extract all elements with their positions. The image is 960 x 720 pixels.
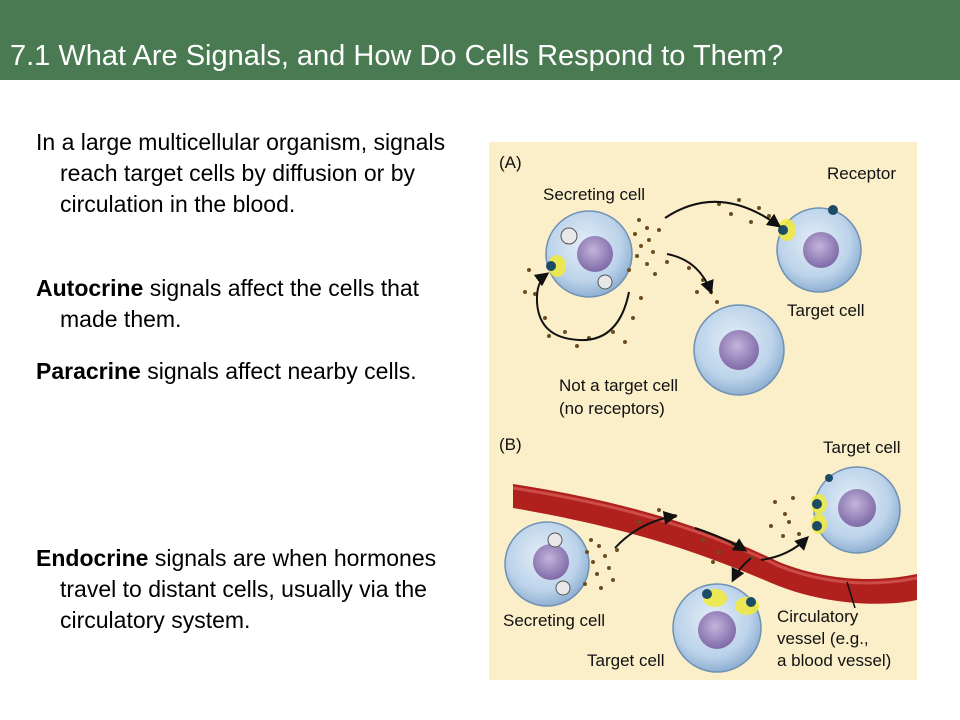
term-endocrine: Endocrine [36,545,149,571]
target-cell-b-top [811,466,901,554]
panel-a-label: (A) [499,153,522,172]
slide-title: 7.1 What Are Signals, and How Do Cells R… [10,40,784,72]
paracrine-arrow [664,200,782,228]
vessel-label-2: vessel (e.g., [777,629,869,648]
panel-b-target-bottom-label: Target cell [587,651,664,670]
vessel-label-1: Circulatory [777,607,859,626]
panel-a-receptor-label: Receptor [827,164,896,183]
target-cell-b-bottom [672,583,762,673]
endocrine-description: signals are when hormones travel to dist… [60,545,437,633]
term-paracrine: Paracrine [36,358,141,384]
panel-b-secreting-label: Secreting cell [503,611,605,630]
title-bar: 7.1 What Are Signals, and How Do Cells R… [0,0,960,80]
autocrine-description: signals affect the cells that made them. [60,275,420,332]
autocrine-arrow [533,272,630,342]
non-target-cell [693,304,785,396]
term-autocrine: Autocrine [36,275,144,301]
paragraph-intro: In a large multicellular organism, signa… [36,129,446,217]
secreting-cell-a [545,210,633,298]
secreting-cell-b [504,521,590,607]
paracrine-description: signals affect nearby cells. [140,358,417,384]
signaling-figure: (A) Secreting cell Receptor Target cell … [489,142,917,680]
panel-b-label: (B) [499,435,522,454]
vessel-pointer [846,581,856,609]
endocrine-arrow-to-bottom-target [731,557,752,583]
endocrine-arrow-into-vessel [614,510,678,549]
panel-a-non-target-label-1: Not a target cell [559,376,678,395]
target-cell-a [776,205,862,293]
endocrine-arrow-to-top-target [760,536,809,561]
paragraph-endocrine: Endocrine signals are when hormones trav… [36,543,480,636]
endocrine-arrow-in-vessel [694,527,748,552]
panel-a-secreting-label: Secreting cell [543,185,645,204]
paragraph-paracrine: Paracrine signals affect nearby cells. [36,356,480,387]
panel-b-target-top-label: Target cell [823,438,900,457]
paragraph-autocrine: Autocrine signals affect the cells that … [36,273,480,335]
panel-a-target-label: Target cell [787,301,864,320]
diffusion-arrow [666,253,714,295]
vessel-label-3: a blood vessel) [777,651,891,670]
blood-vessel [513,484,917,604]
signaling-diagram: (A) Secreting cell Receptor Target cell … [499,153,917,673]
panel-a-non-target-label-2: (no receptors) [559,399,665,418]
